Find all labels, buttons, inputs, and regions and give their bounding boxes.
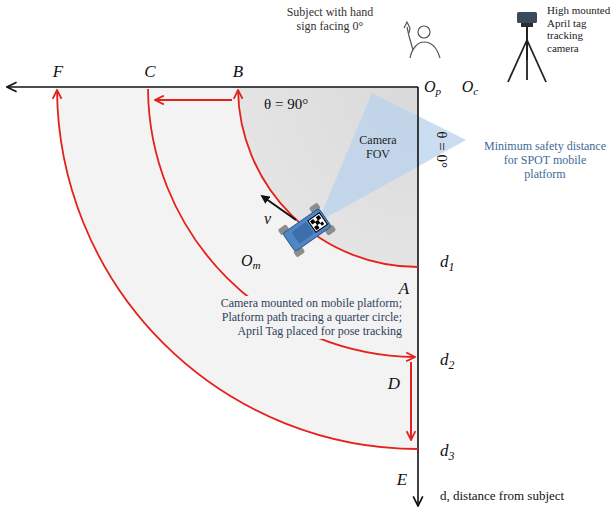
path-arc: [57, 90, 418, 449]
platform-note: Camera mounted on mobile platform; Platf…: [193, 296, 405, 339]
angle-label: θ = 90°: [264, 96, 308, 113]
point-label: D: [388, 374, 400, 394]
velocity-label: v: [264, 210, 271, 228]
april-tag: [308, 213, 327, 232]
mobile-platform: [278, 202, 337, 257]
camera-note: High mounted April tag tracking camera: [547, 4, 613, 55]
subject-figure: [404, 22, 440, 58]
path-step: [155, 99, 232, 101]
path-step: [410, 362, 412, 440]
point-label: A: [399, 279, 409, 299]
camera-fov: [318, 93, 466, 222]
point-label: F: [53, 62, 63, 82]
distance-label: d3: [440, 441, 454, 461]
distance-label: d1: [440, 252, 454, 272]
path-arc: [238, 90, 418, 267]
path-arc: [148, 89, 415, 357]
safety-note: Minimum safety distance for SPOT mobile …: [484, 140, 606, 181]
point-label: B: [233, 62, 243, 82]
point-label: C: [144, 62, 155, 82]
distance-axis: [417, 87, 419, 506]
tracking-camera: [508, 12, 546, 82]
origin-label: Op: [424, 78, 441, 96]
axis-label: d, distance from subject: [440, 489, 564, 504]
fov-label: Camera FOV: [347, 134, 409, 162]
distance-label: d2: [440, 350, 454, 370]
origin-label: Oc: [462, 78, 479, 96]
origin-label: Om: [241, 252, 261, 270]
subject-note: Subject with hand sign facing 0°: [286, 6, 374, 34]
point-label: E: [397, 470, 407, 490]
outer-region: [56, 87, 418, 449]
angle-label: θ = 0°: [432, 132, 449, 169]
theta-90-axis: [7, 86, 418, 88]
